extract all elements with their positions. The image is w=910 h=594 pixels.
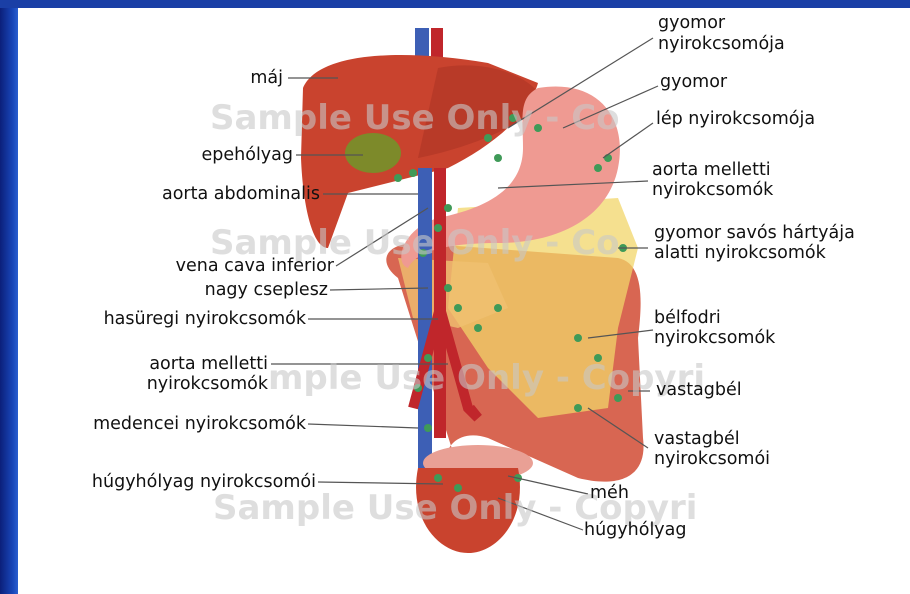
label-maj: máj (168, 68, 283, 89)
label-hugyholyag-nyirokcsomoi: húgyhólyag nyirokcsomói (28, 472, 316, 493)
label-aorta-melletti-right-1: aorta melletti (652, 160, 771, 181)
label-epeholyag: epehólyag (138, 145, 293, 166)
label-aorta-melletti-left-2: nyirokcsomók (78, 374, 268, 395)
label-gyomor-nyirokcsomoja-2: nyirokcsomója (658, 34, 785, 55)
label-gyomor: gyomor (660, 72, 727, 93)
label-meh: méh (590, 483, 629, 504)
label-vastagbel: vastagbél (656, 380, 742, 401)
label-vena-cava-inferior: vena cava inferior (98, 256, 334, 277)
label-vastagbel-nyirokcsomoi-2: nyirokcsomói (654, 449, 770, 470)
watermark-3: mple Use Only - Copyri (268, 358, 705, 398)
label-medencei-nyirokcsomok: medencei nyirokcsomók (36, 414, 306, 435)
label-hugyholyag: húgyhólyag (584, 520, 687, 541)
gallbladder (345, 133, 401, 173)
label-aorta-melletti-left-1: aorta melletti (78, 354, 268, 375)
anatomy-diagram-canvas: Sample Use Only - Co Sample Use Only - C… (18, 8, 910, 594)
label-belfodri-1: bélfodri (654, 308, 721, 329)
slide-top-frame (0, 0, 910, 8)
label-gyomor-savos-hartyaja-1: gyomor savós hártyája (654, 223, 855, 244)
label-aorta-abdominalis: aorta abdominalis (78, 184, 320, 205)
watermark-1: Sample Use Only - Co (210, 98, 620, 138)
slide-left-frame (0, 0, 18, 594)
label-hasuregi-nyirokcsomok: hasüregi nyirokcsomók (48, 309, 306, 330)
label-vastagbel-nyirokcsomoi-1: vastagbél (654, 429, 740, 450)
label-lep-nyirokcsomoja: lép nyirokcsomója (656, 109, 815, 130)
label-gyomor-nyirokcsomoja-1: gyomor (658, 13, 725, 34)
label-nagy-cseplesz: nagy cseplesz (138, 280, 328, 301)
label-aorta-melletti-right-2: nyirokcsomók (652, 180, 773, 201)
label-belfodri-2: nyirokcsomók (654, 328, 775, 349)
label-gyomor-savos-hartyaja-2: alatti nyirokcsomók (654, 243, 826, 264)
